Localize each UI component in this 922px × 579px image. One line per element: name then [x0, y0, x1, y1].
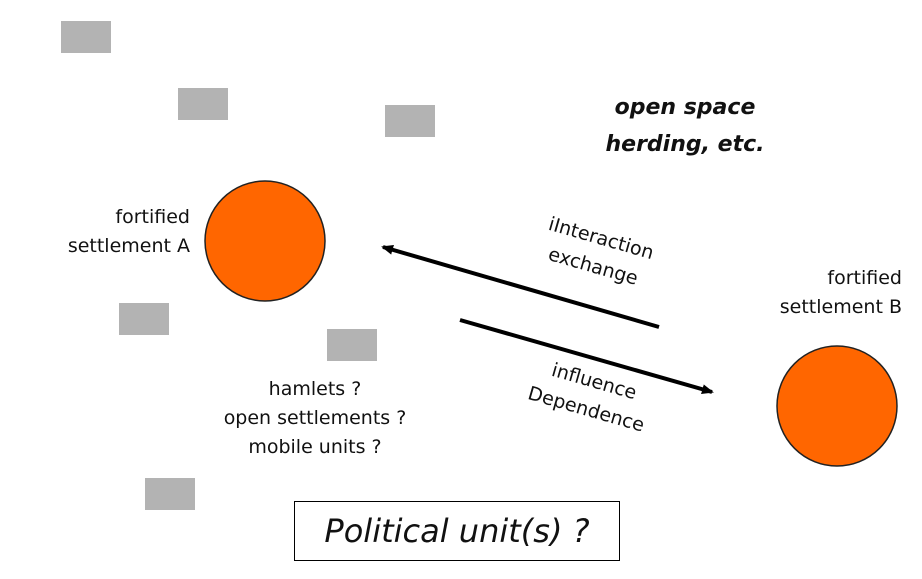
hamlets-label: hamlets ? open settlements ? mobile unit…: [205, 375, 425, 462]
interaction-arrow: [381, 244, 660, 329]
settlement-a-line: fortified: [115, 206, 190, 228]
hamlet-marker: [385, 105, 435, 137]
settlement-b-label: fortified settlement B: [752, 264, 902, 322]
hamlet-marker: [61, 21, 111, 53]
hamlets-line: hamlets ?: [268, 378, 362, 400]
settlement-b-line: settlement B: [779, 296, 902, 318]
hamlets-line: mobile units ?: [248, 436, 382, 458]
hamlet-marker: [119, 303, 169, 335]
settlement-b-line: fortified: [827, 267, 902, 289]
hamlet-marker: [145, 478, 195, 510]
settlement-a-label: fortified settlement A: [40, 203, 190, 261]
open-space-label: open space herding, etc.: [590, 89, 780, 163]
open-space-line: open space: [614, 95, 756, 120]
hamlet-marker: [327, 329, 377, 361]
open-space-line: herding, etc.: [605, 132, 765, 157]
influence-arrow: [459, 318, 714, 395]
settlement-a-circle: [204, 180, 326, 302]
hamlet-marker: [178, 88, 228, 120]
hamlets-line: open settlements ?: [223, 407, 407, 429]
political-unit-label: Political unit(s) ?: [324, 512, 590, 550]
settlement-a-line: settlement A: [67, 235, 190, 257]
political-unit-box: Political unit(s) ?: [294, 501, 620, 561]
settlement-b-circle: [776, 345, 898, 467]
